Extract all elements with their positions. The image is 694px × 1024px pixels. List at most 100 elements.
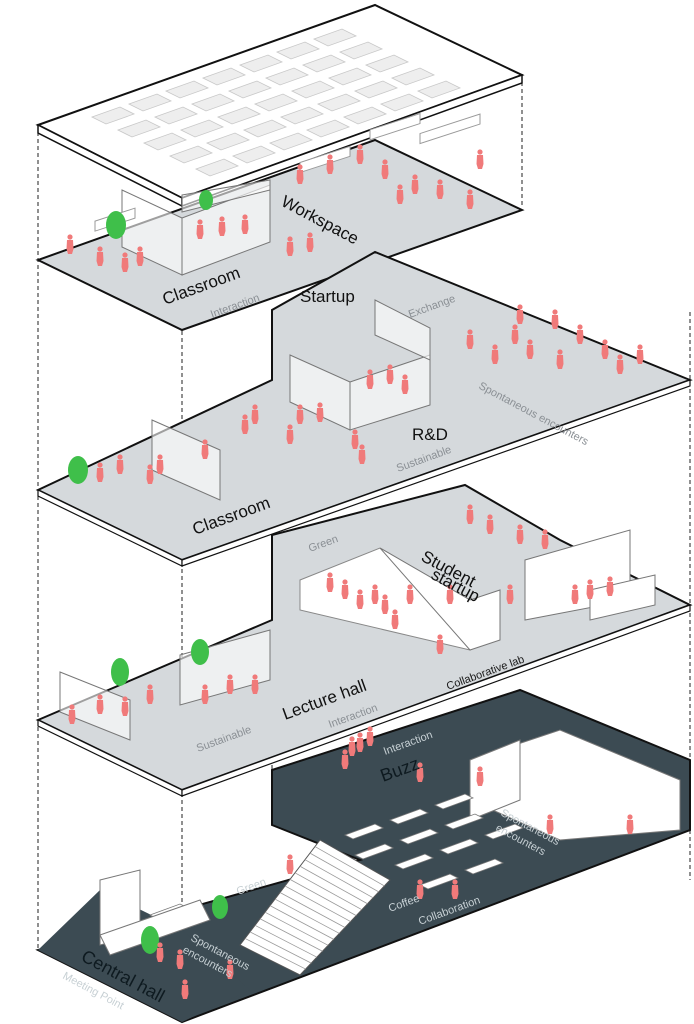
person-icon (371, 584, 379, 604)
person-icon (541, 529, 549, 549)
glass-partition (151, 299, 431, 501)
person-icon (586, 579, 594, 599)
person-icon (486, 514, 494, 534)
solar-panel-icon (153, 106, 199, 125)
person-icon (136, 246, 144, 266)
person-icon (396, 184, 404, 204)
person-icon (476, 149, 484, 169)
person-icon (358, 444, 366, 464)
solar-panel-icon (168, 145, 214, 164)
solar-panel-icon (342, 106, 388, 125)
roof-level (35, 3, 525, 208)
ground-level: Interaction Buzz Spontaneous encounters … (35, 688, 691, 1024)
person-icon (326, 154, 334, 174)
solar-panel-icon (142, 132, 188, 151)
label-startup: Startup (300, 287, 355, 306)
person-icon (181, 979, 189, 999)
person-icon (196, 219, 204, 239)
person-icon (366, 369, 374, 389)
person-icon (576, 324, 584, 344)
grand-staircase (239, 839, 391, 976)
solar-panel-icon (190, 93, 236, 112)
plant (68, 456, 88, 484)
person-icon (466, 329, 474, 349)
stair-step (264, 911, 329, 946)
solar-panel-icon (268, 132, 314, 151)
person-icon (356, 144, 364, 164)
plant (106, 190, 213, 239)
person-icon (121, 696, 129, 716)
solar-panel-icon (275, 41, 321, 60)
solar-panel-icon (216, 106, 262, 125)
table (433, 793, 475, 810)
table (418, 873, 460, 890)
person-icon (386, 364, 394, 384)
person-icon (606, 576, 614, 596)
person-icon (241, 214, 249, 234)
person-icon (286, 854, 294, 874)
stair-step (294, 872, 363, 911)
person-icon (286, 236, 294, 256)
person-icon (156, 454, 164, 474)
person-icon (326, 572, 334, 592)
table (438, 838, 480, 855)
person-icon (451, 879, 459, 899)
table (443, 813, 485, 830)
solar-panel-icon (227, 80, 273, 99)
people-group (66, 144, 484, 272)
lounge (99, 869, 211, 956)
stair-step (314, 846, 385, 887)
person-icon (476, 766, 484, 786)
person-icon (201, 439, 209, 459)
person-icon (68, 704, 76, 724)
person-icon (121, 252, 129, 272)
solar-panel-icon (305, 119, 351, 138)
person-icon (626, 814, 634, 834)
person-icon (636, 344, 644, 364)
solar-panel-icon (327, 67, 373, 86)
person-icon (296, 404, 304, 424)
person-icon (466, 189, 474, 209)
person-icon (571, 584, 579, 604)
level-2: Startup Exchange Spontaneous encounters … (35, 250, 693, 567)
desk-cluster (94, 112, 481, 232)
stair-step (274, 898, 340, 934)
person-icon (411, 174, 419, 194)
person-icon (96, 246, 104, 266)
stair-step (244, 938, 306, 970)
solar-panel-icon (279, 106, 325, 125)
person-icon (516, 304, 524, 324)
person-icon (286, 424, 294, 444)
person-icon (201, 684, 209, 704)
person-icon (348, 736, 356, 756)
person-icon (66, 234, 74, 254)
auditorium (469, 729, 681, 841)
solar-panel-icon (338, 41, 384, 60)
solar-panel-icon (231, 145, 277, 164)
solar-panel-icon (164, 80, 210, 99)
table (353, 843, 395, 860)
person-icon (446, 584, 454, 604)
solar-panel-icon (242, 119, 288, 138)
label-rd: R&D (412, 425, 448, 444)
person-icon (601, 339, 609, 359)
stair-step (299, 865, 368, 905)
solar-panel-icon (201, 67, 247, 86)
stair-step (289, 879, 357, 916)
level-1: Student startup Green Collaborative lab … (35, 483, 693, 797)
person-icon (356, 732, 364, 752)
person-icon (251, 674, 259, 694)
plant (141, 895, 228, 954)
table (343, 823, 385, 840)
stair-step (259, 918, 323, 952)
person-icon (466, 504, 474, 524)
table (398, 828, 440, 845)
person-icon (616, 354, 624, 374)
stair-step (284, 885, 351, 922)
person-icon (176, 949, 184, 969)
person-icon (296, 164, 304, 184)
person-icon (341, 749, 349, 769)
solar-panel-array (90, 28, 462, 177)
